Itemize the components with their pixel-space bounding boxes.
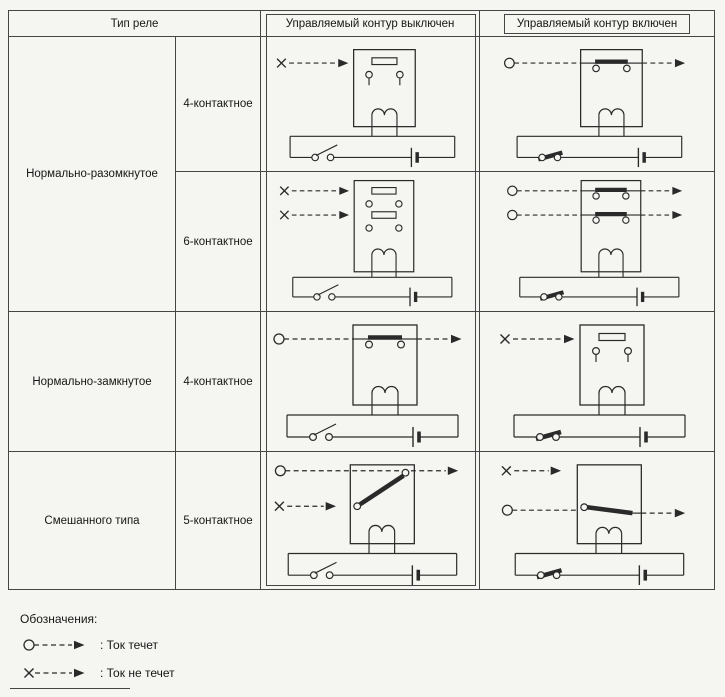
header-row: Тип реле Управляемый контур выключен Упр…	[7, 10, 716, 37]
cell-nc-4pin-on	[479, 311, 716, 452]
relay-diagram-normally-open-6pin-on-icon	[507, 179, 683, 306]
contact-count-label: 5-контактное	[183, 514, 253, 527]
relay-table-section: Тип реле Управляемый контур выключен Упр…	[7, 10, 716, 590]
relay-diagram-normally-open-4pin-on-icon	[503, 48, 686, 167]
relay-type-label: Нормально-замкнутое	[32, 375, 152, 388]
cell-no-6pin-on	[479, 171, 716, 312]
relay-type-normally-open: Нормально-разомкнутое	[8, 36, 176, 312]
relay-type-mixed: Смешанного типа	[8, 451, 176, 590]
header-circuit-on: Управляемый контур включен	[479, 10, 716, 37]
row-mixed-5pin: Смешанного типа 5-контактное	[8, 451, 716, 590]
contact-count-nc-4pin: 4-контактное	[174, 311, 262, 452]
relay-diagram-normally-open-6pin-off-icon	[279, 179, 453, 306]
cell-no-6pin-off	[260, 171, 481, 312]
no-current-icon	[24, 668, 85, 678]
current-flows-icon	[23, 639, 85, 651]
header-relay-type: Тип реле	[7, 10, 262, 37]
legend-item-no-current: : Ток не течет	[20, 664, 725, 682]
legend-item-label: : Ток не течет	[100, 666, 175, 680]
contact-count-label: 4-контактное	[183, 375, 253, 388]
cell-no-4pin-on	[479, 36, 716, 172]
contact-count-no-6pin: 6-контактное	[174, 171, 262, 312]
relay-type-normally-closed: Нормально-замкнутое	[8, 311, 176, 452]
legend: Обозначения: : Ток течет : Ток не течет	[10, 612, 725, 689]
row-normally-closed-4pin: Нормально-замкнутое 4-контактное	[8, 311, 716, 452]
cell-mixed-5pin-off	[260, 451, 481, 590]
cell-no-4pin-off	[260, 36, 481, 172]
relay-diagram-normally-closed-4pin-on-icon	[500, 323, 686, 447]
relay-type-label: Смешанного типа	[44, 514, 140, 527]
relay-diagram-normally-open-4pin-off-icon	[276, 48, 456, 167]
legend-item-label: : Ток течет	[100, 638, 158, 652]
cell-mixed-5pin-on	[479, 451, 716, 590]
row-normally-open-6pin: 6-контактное	[9, 171, 716, 312]
header-circuit-on-label: Управляемый контур включен	[503, 13, 691, 34]
legend-underline	[10, 688, 130, 689]
header-circuit-off-label: Управляемый контур выключен	[285, 17, 455, 30]
relay-diagram-mixed-5pin-off-icon	[274, 463, 459, 585]
contact-count-label: 6-контактное	[183, 235, 253, 248]
contact-count-mixed-5pin: 5-контактное	[174, 451, 262, 590]
relay-types-table: Тип реле Управляемый контур выключен Упр…	[7, 10, 716, 590]
relay-diagram-mixed-5pin-on-icon	[501, 463, 686, 585]
cell-nc-4pin-off	[260, 311, 481, 452]
contact-count-no-4pin: 4-контактное	[174, 36, 262, 172]
header-relay-type-label: Тип реле	[110, 17, 159, 30]
relay-type-label: Нормально-разомкнутое	[26, 168, 158, 180]
contact-count-label: 4-контактное	[183, 98, 253, 110]
legend-item-current-flows: : Ток течет	[20, 636, 725, 654]
header-circuit-off: Управляемый контур выключен	[260, 10, 481, 37]
relay-diagram-normally-closed-4pin-off-icon	[273, 323, 462, 447]
row-normally-open-4pin: Нормально-разомкнутое 4-контактное	[8, 36, 716, 312]
legend-title: Обозначения:	[20, 612, 98, 626]
